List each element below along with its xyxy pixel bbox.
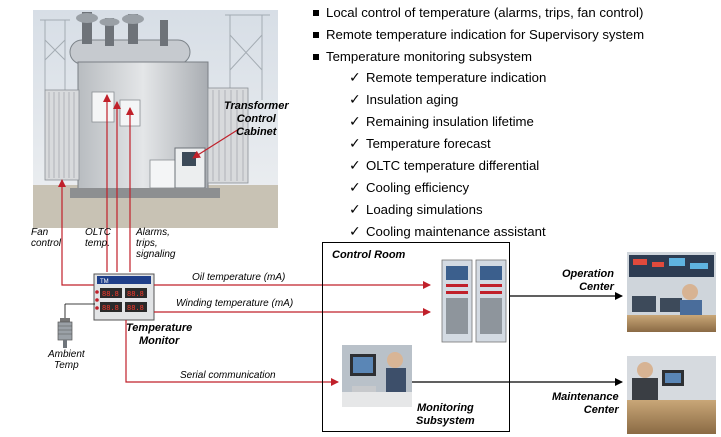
transformer-photo bbox=[33, 10, 278, 228]
operation-center-label: Operation Center bbox=[562, 268, 614, 293]
transformer-cabinet-label: Transformer Control Cabinet bbox=[224, 100, 289, 138]
check-text: Remote temperature indication bbox=[366, 70, 547, 85]
check-text: Insulation aging bbox=[366, 92, 459, 107]
checkmark-icon: ✓ bbox=[349, 158, 361, 174]
maintenance-center-label: Maintenance Center bbox=[552, 391, 619, 416]
bullet-item: Temperature monitoring subsystem bbox=[313, 46, 719, 68]
ambient-temp-label: Ambient Temp bbox=[48, 349, 85, 371]
checkmark-icon: ✓ bbox=[349, 92, 361, 108]
check-text: Loading simulations bbox=[366, 202, 483, 217]
checkmark-icon: ✓ bbox=[349, 70, 361, 86]
check-item: ✓ Insulation aging bbox=[349, 89, 719, 111]
checkmark-icon: ✓ bbox=[349, 114, 361, 130]
check-text: Remaining insulation lifetime bbox=[366, 114, 534, 129]
check-text: Temperature forecast bbox=[366, 136, 491, 151]
temperature-monitor-device: TM 88.8 88.8 88.8 88.8 bbox=[93, 273, 155, 321]
oltc-temp-label: OLTC temp. bbox=[85, 227, 111, 249]
temperature-monitor-label: Temperature Monitor bbox=[126, 322, 193, 347]
svg-text:88.8: 88.8 bbox=[127, 305, 144, 313]
checkmark-icon: ✓ bbox=[349, 180, 361, 196]
check-text: Cooling maintenance assistant bbox=[366, 224, 546, 239]
feature-bullets: Local control of temperature (alarms, tr… bbox=[313, 2, 719, 68]
alarms-label: Alarms, trips, signaling bbox=[136, 227, 176, 260]
checkmark-icon: ✓ bbox=[349, 136, 361, 152]
check-item: ✓ Loading simulations bbox=[349, 199, 719, 221]
serial-communication-label: Serial communication bbox=[180, 370, 276, 381]
operation-center-photo bbox=[627, 252, 716, 332]
ambient-temp-sensor bbox=[57, 318, 73, 348]
check-text: Cooling efficiency bbox=[366, 180, 470, 195]
checkmark-icon: ✓ bbox=[349, 224, 361, 240]
check-text: OLTC temperature differential bbox=[366, 158, 540, 173]
check-item: ✓ Temperature forecast bbox=[349, 133, 719, 155]
check-item: ✓ OLTC temperature differential bbox=[349, 155, 719, 177]
control-room-label: Control Room bbox=[332, 249, 406, 261]
bullet-item: Remote temperature indication for Superv… bbox=[313, 24, 719, 46]
svg-text:88.8: 88.8 bbox=[127, 291, 144, 299]
bullet-item: Local control of temperature (alarms, tr… bbox=[313, 2, 719, 24]
cabinet-pointer bbox=[192, 128, 240, 159]
check-item: ✓ Remaining insulation lifetime bbox=[349, 111, 719, 133]
check-item: ✓ Cooling maintenance assistant bbox=[349, 221, 719, 243]
monitoring-subsystem-label: Monitoring Subsystem bbox=[416, 402, 475, 427]
svg-text:TM: TM bbox=[100, 279, 109, 285]
svg-text:88.8: 88.8 bbox=[102, 291, 119, 299]
check-item: ✓ Cooling efficiency bbox=[349, 177, 719, 199]
bullet-text: Local control of temperature (alarms, tr… bbox=[326, 5, 644, 20]
checkmark-icon: ✓ bbox=[349, 202, 361, 218]
control-panels bbox=[437, 258, 507, 344]
bullet-text: Temperature monitoring subsystem bbox=[326, 49, 532, 64]
monitoring-workstation-photo bbox=[342, 345, 412, 407]
fan-control-label: Fan control bbox=[31, 227, 62, 249]
serial-communication-line bbox=[125, 320, 339, 386]
maintenance-center-photo bbox=[627, 356, 716, 434]
oil-temperature-label: Oil temperature (mA) bbox=[192, 272, 286, 283]
svg-text:88.8: 88.8 bbox=[102, 305, 119, 313]
control-room-boundary bbox=[322, 242, 510, 432]
check-item: ✓ Remote temperature indication bbox=[349, 67, 719, 89]
transformer-connectors bbox=[58, 94, 134, 286]
winding-temperature-label: Winding temperature (mA) bbox=[176, 298, 294, 309]
bullet-text: Remote temperature indication for Superv… bbox=[326, 27, 645, 42]
monitoring-features: ✓ Remote temperature indication ✓ Insulati… bbox=[349, 67, 719, 243]
